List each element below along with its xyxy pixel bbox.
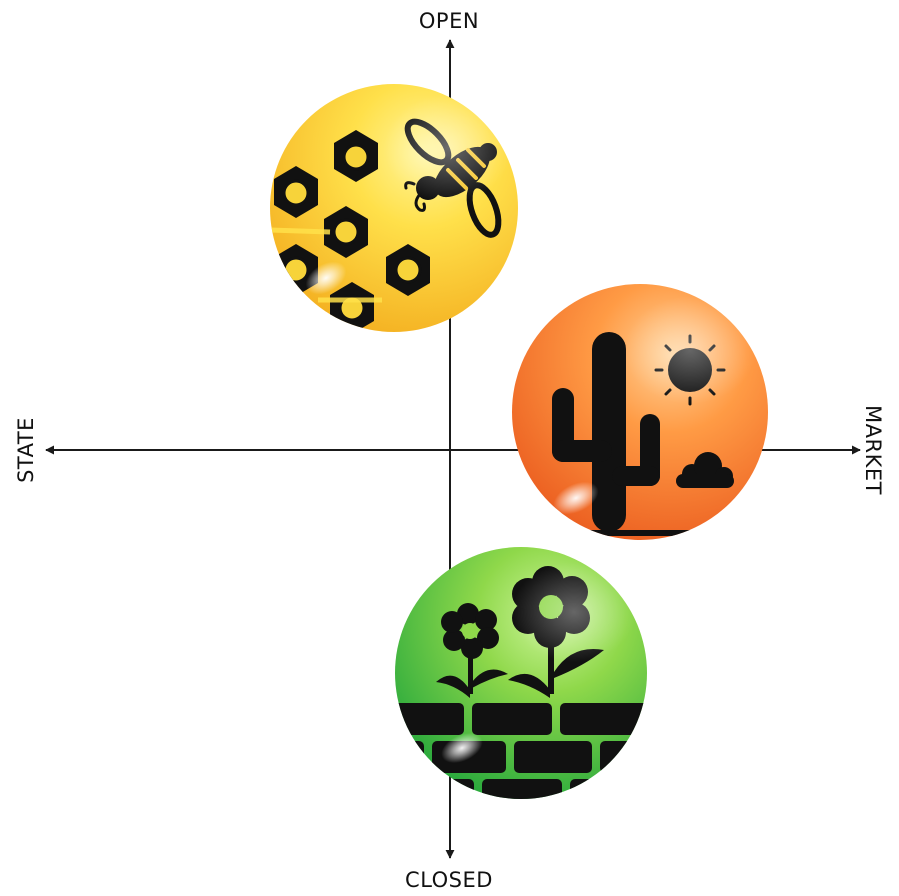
desert-sphere xyxy=(512,284,768,540)
cactus-icon xyxy=(520,332,750,536)
beehive-sphere xyxy=(270,84,518,332)
axis-label-market: MARKET xyxy=(861,405,885,495)
axis-label-state: STATE xyxy=(14,417,38,483)
axis-label-closed: CLOSED xyxy=(405,868,493,892)
brick-wall-icon xyxy=(395,703,647,799)
cloud-icon xyxy=(676,452,734,488)
axis-label-open: OPEN xyxy=(419,9,479,33)
walled-garden-sphere xyxy=(395,547,647,799)
